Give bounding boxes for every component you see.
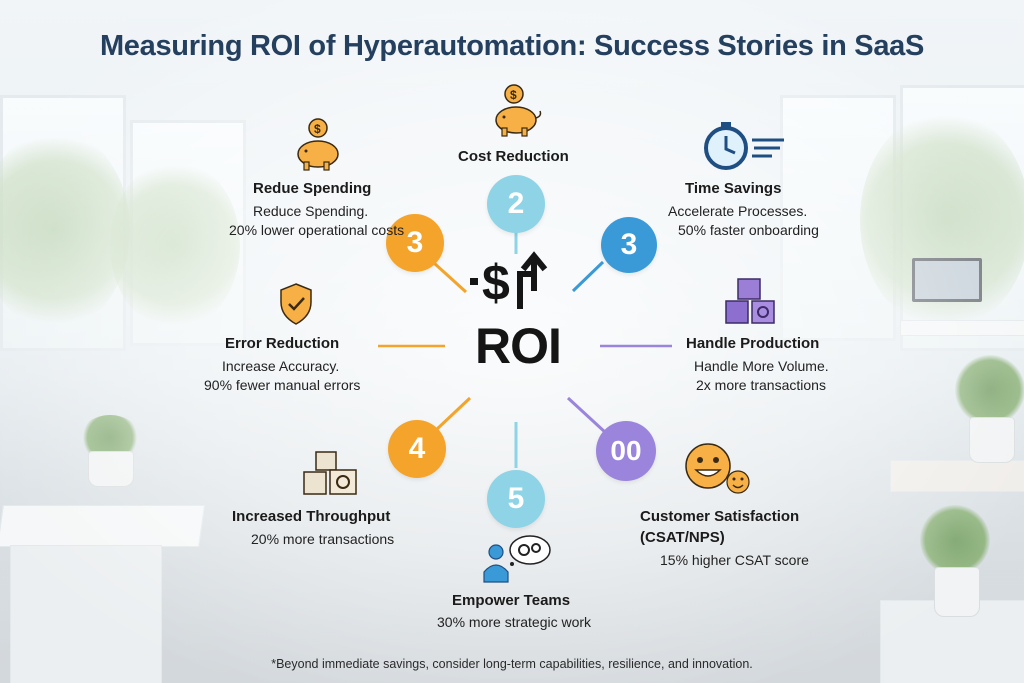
boxes-icon — [303, 451, 357, 495]
piggy-bank-icon: $ — [495, 84, 542, 137]
node-title-empower-teams: Empower Teams — [452, 592, 571, 609]
node-title-redue-spending: Redue Spending — [253, 180, 372, 197]
stopwatch-icon — [704, 122, 784, 170]
node-circle-customer-satisfaction: 00 — [596, 421, 656, 481]
svg-text:$: $ — [314, 122, 321, 136]
node-line1-increased-throughput: 20% more transactions — [251, 531, 395, 547]
shield-check-icon — [280, 283, 312, 325]
node-title-cost-reduction: Cost Reduction — [458, 148, 569, 165]
node-line1-handle-production: Handle More Volume. — [694, 358, 829, 374]
node-line2-error-reduction: 90% fewer manual errors — [204, 377, 361, 393]
node-line2-time-savings: 50% faster onboarding — [678, 222, 819, 238]
cubes-icon — [725, 278, 775, 324]
node-circle-empower-teams: 5 — [487, 470, 545, 528]
node-line1-empower-teams: 30% more strategic work — [437, 614, 592, 630]
piggy-bank-icon: $ — [297, 118, 339, 171]
node-title-handle-production: Handle Production — [686, 335, 820, 352]
node-circle-time-savings: 3 — [601, 217, 657, 273]
center-roi-label: ROI — [475, 318, 562, 374]
node-circle-cost-reduction: 2 — [487, 175, 545, 233]
node-line1-redue-spending: Reduce Spending. — [253, 203, 369, 219]
node-line2-handle-production: 2x more transactions — [696, 377, 826, 393]
node-circle-increased-throughput: 4 — [388, 420, 446, 478]
svg-text:$: $ — [482, 255, 510, 310]
node-title-time-savings: Time Savings — [685, 180, 782, 197]
node-title-customer-satisfaction: Customer Satisfaction — [640, 508, 800, 525]
node-subtitle-customer-satisfaction: (CSAT/NPS) — [640, 529, 725, 546]
node-circle-redue-spending: 3 — [386, 214, 444, 272]
smiley-icon — [685, 443, 750, 494]
node-title-increased-throughput: Increased Throughput — [232, 508, 391, 525]
node-line1-time-savings: Accelerate Processes. — [668, 203, 808, 219]
node-line2-redue-spending: 20% lower operational costs — [229, 222, 405, 238]
node-line1-customer-satisfaction: 15% higher CSAT score — [660, 552, 809, 568]
node-title-error-reduction: Error Reduction — [225, 335, 340, 352]
team-gears-icon — [483, 535, 551, 583]
page-title: Measuring ROI of Hyperautomation: Succes… — [99, 30, 925, 62]
dollar-arrow-icon: $ — [470, 251, 548, 310]
footnote: *Beyond immediate savings, consider long… — [271, 657, 753, 671]
node-line1-error-reduction: Increase Accuracy. — [222, 358, 340, 374]
svg-text:$: $ — [510, 88, 517, 102]
